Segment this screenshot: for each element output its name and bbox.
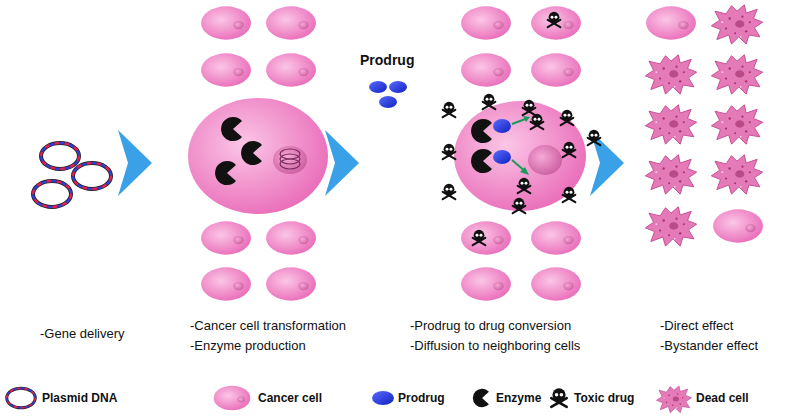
step-caption: -Prodrug to drug conversion: [410, 318, 571, 333]
prodrug-label: Prodrug: [360, 52, 414, 68]
legend-text: Enzyme: [496, 391, 541, 405]
legend-text: Prodrug: [398, 391, 445, 405]
step-caption: -Gene delivery: [40, 326, 125, 341]
legend-text: Toxic drug: [574, 391, 634, 405]
step-caption: -Diffusion to neighboring cells: [410, 338, 580, 353]
step-caption: -Bystander effect: [660, 338, 758, 353]
legend-text: Plasmid DNA: [42, 391, 117, 405]
step-caption: -Enzyme production: [190, 338, 306, 353]
step-caption: -Direct effect: [660, 318, 733, 333]
legend-text: Dead cell: [696, 391, 749, 405]
legend-text: Cancer cell: [258, 391, 322, 405]
step-caption: -Cancer cell transformation: [190, 318, 346, 333]
